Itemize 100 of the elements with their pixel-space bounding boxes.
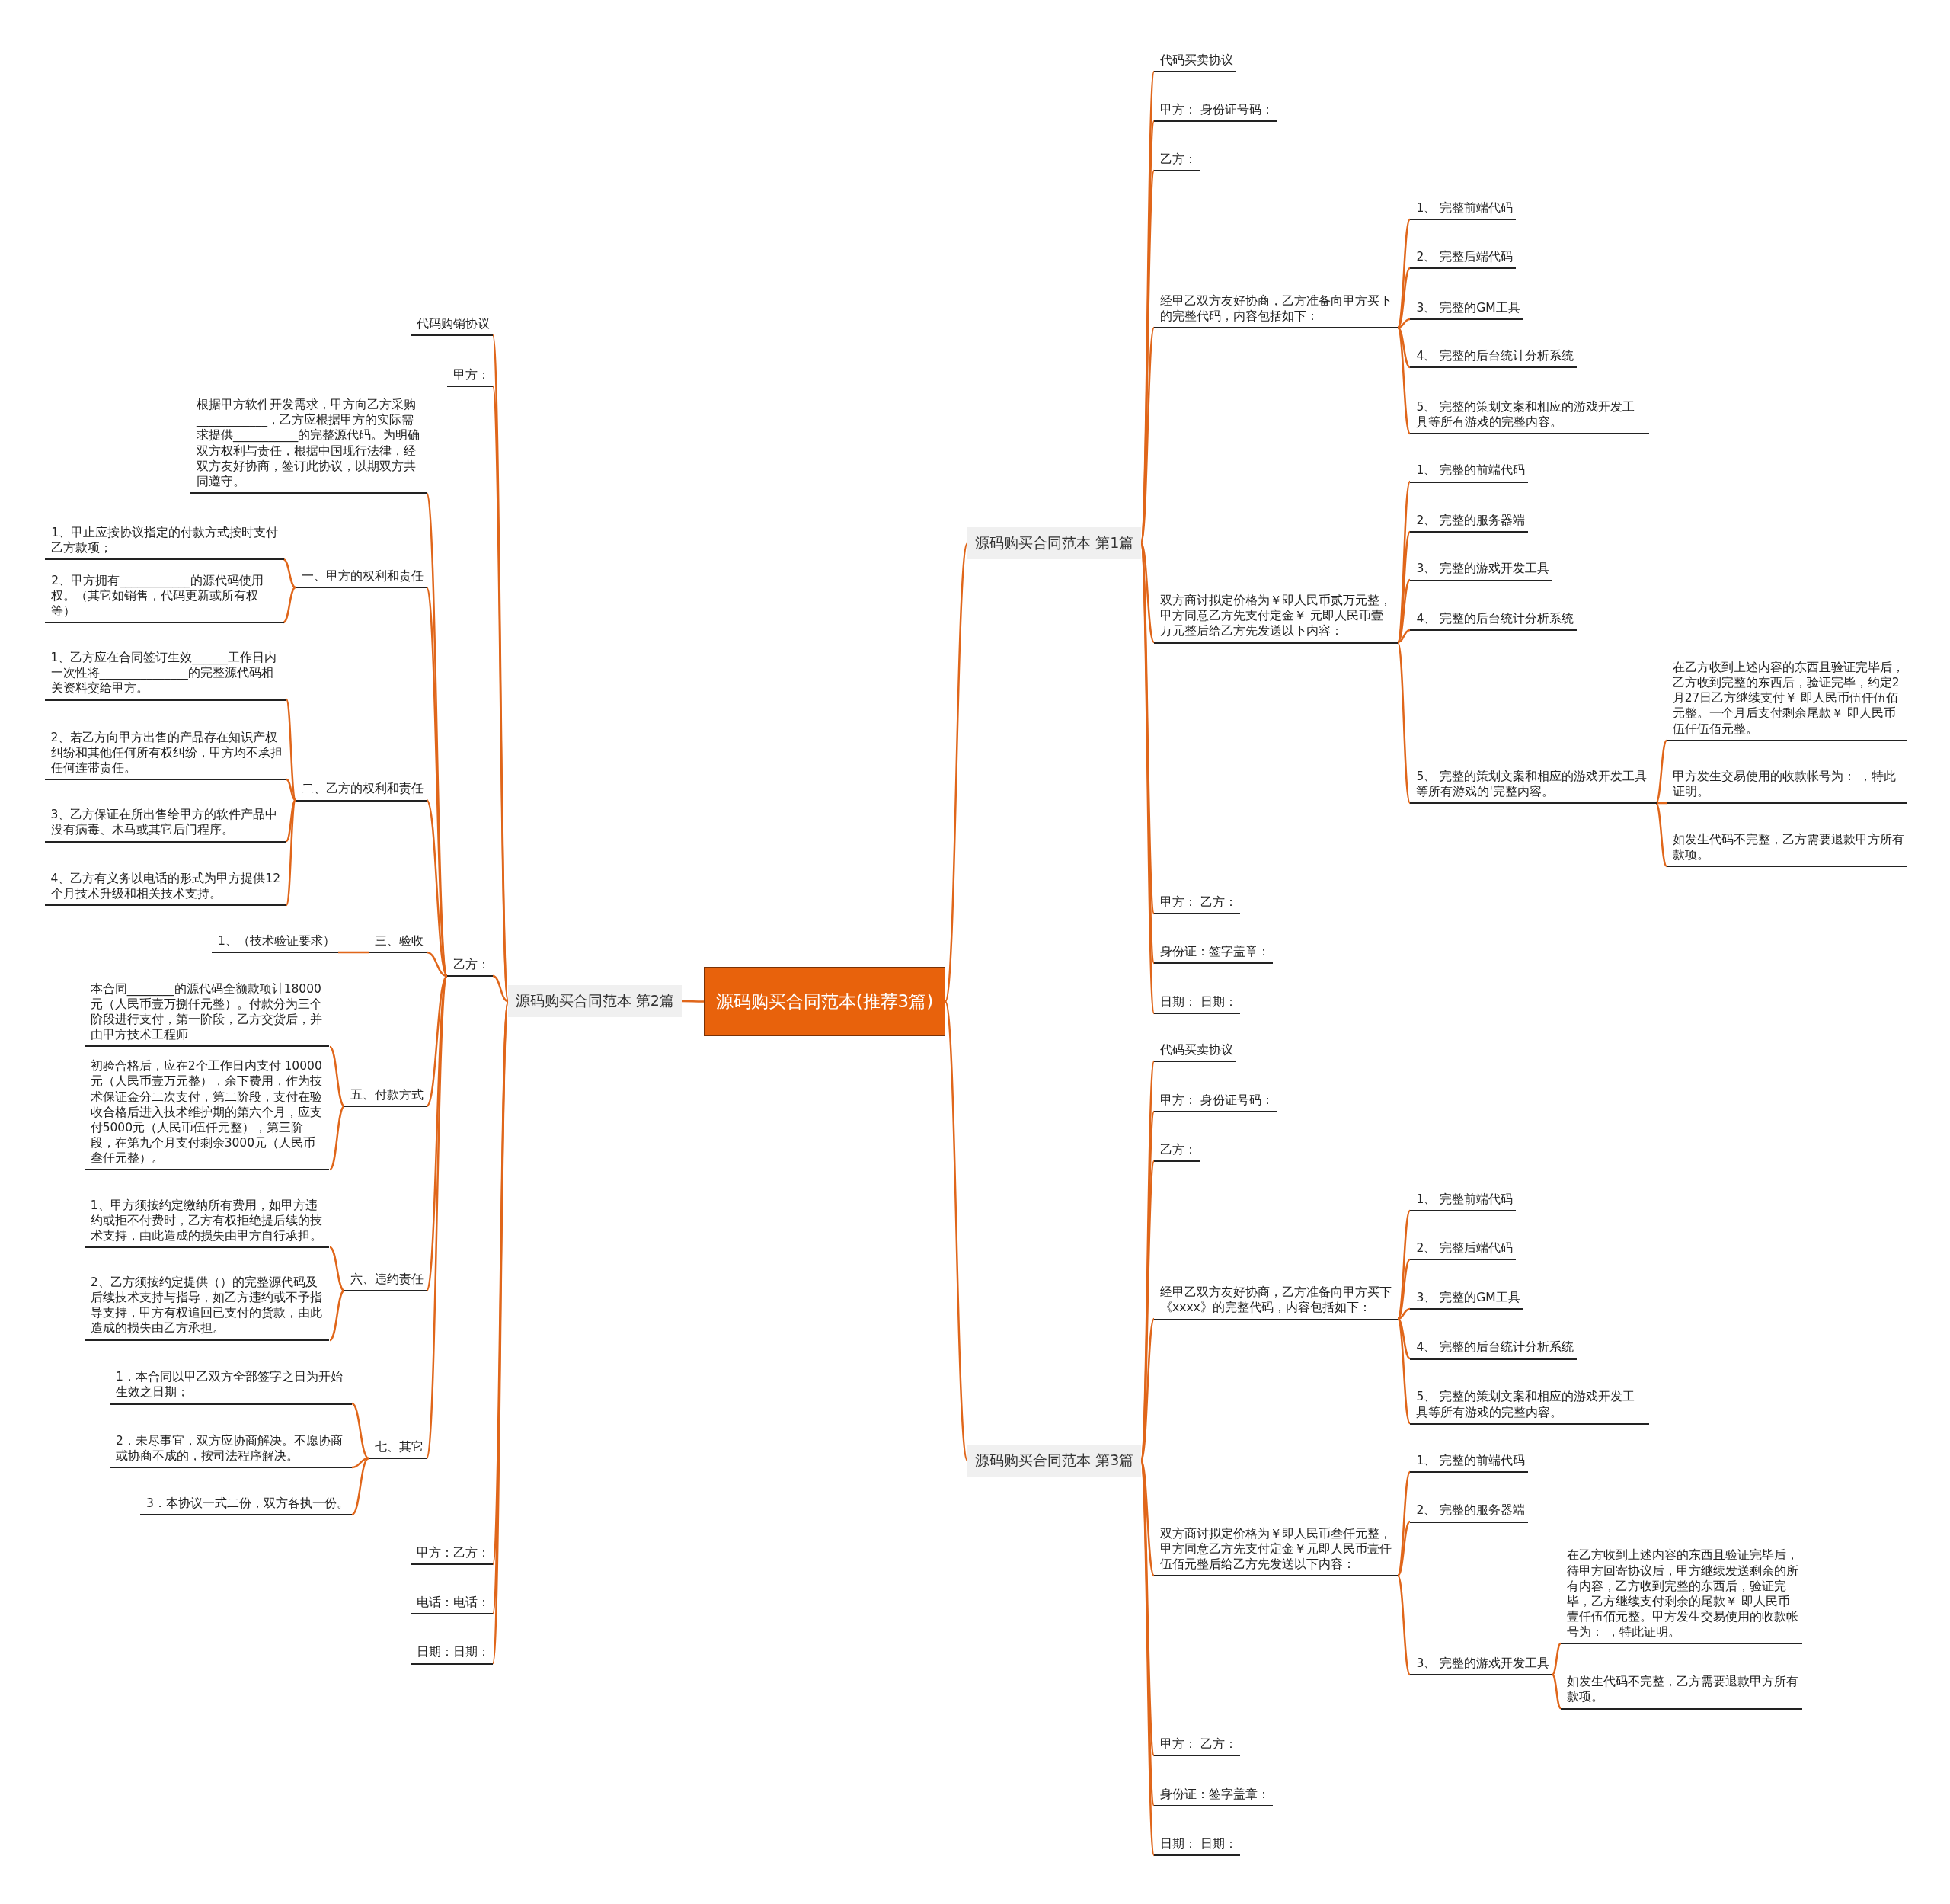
connector xyxy=(1552,1674,1562,1709)
subtopic: 甲方： 身份证号码： xyxy=(1154,1092,1277,1112)
connector xyxy=(283,587,296,623)
subtopic: 3、乙方保证在所出售给甲方的软件产品中没有病毒、木马或其它后门程序。 xyxy=(44,807,286,843)
connector xyxy=(1552,1643,1562,1675)
subtopic: 乙方： xyxy=(1154,152,1200,172)
connector xyxy=(1397,1521,1411,1576)
subtopic: 日期： 日期： xyxy=(1154,994,1241,1014)
subtopic: 3、 完整的游戏开发工具 xyxy=(1410,561,1553,581)
connector xyxy=(682,1000,704,1003)
subtopic: 1、 完整的前端代码 xyxy=(1410,462,1529,483)
subtopic: 4、 完整的后台统计分析系统 xyxy=(1410,1339,1578,1360)
subtopic: 二、乙方的权利和责任 xyxy=(296,781,427,802)
connector xyxy=(329,1046,345,1107)
subtopic: 4、 完整的后台统计分析系统 xyxy=(1410,348,1578,369)
subtopic: 一、甲方的权利和责任 xyxy=(296,568,427,589)
connector xyxy=(492,974,509,1003)
subtopic: 1、 完整前端代码 xyxy=(1410,200,1517,221)
connector xyxy=(283,558,296,589)
central-topic: 源码购买合同范本(推荐3篇) xyxy=(704,966,945,1036)
connector xyxy=(944,542,969,1002)
subtopic: 3、 完整的游戏开发工具 xyxy=(1410,1656,1553,1676)
subtopic: 1、乙方应在合同签订生效______工作日内一次性将_______________的完整源代码相关资料交给甲方。 xyxy=(44,650,286,701)
subtopic: 2．未尽事宜，双方应协商解决。不愿协商或协商不成的，按司法程序解决。 xyxy=(110,1432,353,1468)
connector xyxy=(1396,642,1411,804)
subtopic: 2、甲方拥有____________的源代码使用权。（其它如销售，代码更新或所有权等） xyxy=(45,572,284,624)
connector xyxy=(351,1457,369,1516)
connector xyxy=(351,1457,369,1469)
subtopic: 2、 完整后端代码 xyxy=(1410,248,1517,269)
subtopic: 身份证：签字盖章： xyxy=(1154,1786,1274,1806)
connector xyxy=(944,1001,969,1461)
subtopic: 1、 完整的前端代码 xyxy=(1410,1453,1529,1474)
connector xyxy=(425,975,449,1459)
subtopic: 2、若乙方向甲方出售的产品存在知识产权纠纷和其他任何所有权纠纷，甲方均不承担任何连带责任。 xyxy=(44,729,286,781)
subtopic: 日期：日期： xyxy=(410,1644,493,1665)
subtopic: 5、 完整的策划文案和相应的游戏开发工具等所有游戏的完整内容。 xyxy=(1410,1389,1649,1425)
subtopic: 1、甲方须按约定缴纳所有费用，如甲方违约或拒不付费时，乙方有权拒绝提后续的技术支持，由此造成的损失由甲方自行承担。 xyxy=(84,1197,330,1248)
subtopic: 电话：电话： xyxy=(410,1595,493,1615)
subtopic: 根据甲方软件开发需求，甲方向乙方采购____________，乙方应根据甲方的实际需求提供___________的完整源代码。为明确双方权利与责任，根据中国现行法律，经双方友好协商，签订此协议，以期双方共同遵守。 xyxy=(190,397,427,494)
connector xyxy=(1655,740,1667,804)
subtopic: 代码买卖协议 xyxy=(1154,52,1237,72)
subtopic: 在乙方收到上述内容的东西且验证完毕后，待甲方回寄协议后，甲方继续发送剩余的所有内容，乙方收到完整的东西后，验证完毕，乙方继续支付剩余的尾款￥ 即人民币壹仟伍佰元整。甲方发生交易使用的收款帐号为： ，特此证明。 xyxy=(1560,1547,1802,1645)
connector xyxy=(425,799,449,977)
subtopic: 经甲乙双方友好协商，乙方准备向甲方买下《xxxx》的完整代码，内容包括如下： xyxy=(1154,1285,1399,1320)
subtopic: 2、 完整的服务器端 xyxy=(1410,512,1529,533)
subtopic: 1、 完整前端代码 xyxy=(1410,1192,1517,1212)
connector xyxy=(329,1106,345,1170)
subtopic: 甲方： 乙方： xyxy=(1154,894,1241,915)
connector xyxy=(1397,267,1411,328)
connector xyxy=(1655,802,1667,867)
subtopic: 甲方： xyxy=(446,366,493,387)
connector xyxy=(1397,318,1411,329)
subtopic: 4、乙方有义务以电话的形式为甲方提供12个月技术升级和相关技术支持。 xyxy=(44,870,286,906)
connector xyxy=(286,778,296,802)
connector xyxy=(1397,1575,1411,1675)
subtopic: 五、付款方式 xyxy=(344,1087,427,1108)
subtopic: 2、 完整后端代码 xyxy=(1410,1240,1517,1260)
subtopic: 七、其它 xyxy=(369,1439,427,1460)
subtopic: 5、 完整的策划文案和相应的游戏开发工具等所有游戏的完整内容。 xyxy=(1410,398,1649,435)
subtopic: 5、 完整的策划文案和相应的游戏开发工具等所有游戏的'完整内容。 xyxy=(1410,768,1657,804)
connector xyxy=(1397,579,1411,643)
subtopic: 双方商讨拟定价格为￥即人民币贰万元整，甲方同意乙方先支付定金￥ 元即人民币壹万元整后给乙方先发送以下内容： xyxy=(1154,593,1399,644)
connector xyxy=(1397,1259,1411,1320)
subtopic: 如发生代码不完整，乙方需要退款甲方所有款项。 xyxy=(1560,1674,1802,1710)
subtopic: 甲方发生交易使用的收款帐号为： ，特此证明。 xyxy=(1666,768,1908,804)
connector xyxy=(338,951,369,954)
connector xyxy=(1140,542,1155,643)
branch-topic: 源码购买合同范本 第2篇 xyxy=(507,985,682,1018)
subtopic: 双方商讨拟定价格为￥即人民币叁仟元整，甲方同意乙方先支付定金￥元即人民币壹仟伍佰元整后给乙方先发送以下内容： xyxy=(1154,1525,1399,1576)
connector xyxy=(1396,327,1411,434)
subtopic: 1、甲止应按协议指定的付款方式按时支付乙方款项； xyxy=(45,524,284,560)
subtopic: 在乙方收到上述内容的东西且验证完毕后，乙方收到完整的东西后，验证完毕，约定2月27日乙方继续支付￥ 即人民币伍仟伍佰元整。一个月后支付剩余尾款￥ 即人民币伍仟伍佰元整。 xyxy=(1666,660,1908,741)
branch-topic: 源码购买合同范本 第1篇 xyxy=(967,527,1142,560)
connector xyxy=(1397,327,1411,368)
subtopic: 3、 完整的GM工具 xyxy=(1410,1290,1523,1310)
subtopic: 初验合格后，应在2个工作日内支付 10000元（人民币壹万元整），余下费用，作为技术保证金分二次支付，第二阶段，支付在验收合格后进入技术维护期的第六个月，应支付5000元（人民币伍仟元整），第三阶段，在第九个月支付剩余3000元（人民币叁仟元整）。 xyxy=(84,1058,330,1171)
subtopic: 甲方： 身份证号码： xyxy=(1154,102,1277,123)
subtopic: 3、 完整的GM工具 xyxy=(1410,299,1523,320)
subtopic: 1、（技术验证要求） xyxy=(212,933,338,953)
subtopic: 1．本合同以甲乙双方全部签字之日为开始生效之日期； xyxy=(110,1369,353,1405)
subtopic: 甲方： 乙方： xyxy=(1154,1736,1241,1757)
subtopic: 2、 完整的服务器端 xyxy=(1410,1502,1529,1523)
connector xyxy=(1397,1318,1411,1359)
connector xyxy=(1396,1318,1411,1424)
connector xyxy=(329,1289,345,1342)
connector xyxy=(1397,1307,1411,1320)
connector xyxy=(329,1246,345,1292)
subtopic: 本合同________的源代码全额款项计18000元（人民币壹万捌仟元整）。付款分为三个阶段进行支付，第一阶段，乙方交货后，并由甲方技术工程师 xyxy=(84,981,330,1048)
subtopic: 乙方： xyxy=(1154,1141,1200,1163)
connector xyxy=(426,951,448,978)
branch-topic: 源码购买合同范本 第3篇 xyxy=(967,1444,1142,1477)
connector xyxy=(426,975,448,1107)
subtopic: 如发生代码不完整，乙方需要退款甲方所有款项。 xyxy=(1666,831,1908,868)
subtopic: 代码购销协议 xyxy=(410,315,493,336)
subtopic: 经甲乙双方友好协商，乙方准备向甲方买下的完整代码，内容包括如下： xyxy=(1154,293,1399,329)
subtopic: 4、 完整的后台统计分析系统 xyxy=(1410,610,1578,631)
subtopic: 三、验收 xyxy=(369,933,427,953)
subtopic: 日期： 日期： xyxy=(1154,1835,1241,1857)
subtopic: 甲方：乙方： xyxy=(410,1544,493,1565)
subtopic: 乙方： xyxy=(446,956,493,977)
